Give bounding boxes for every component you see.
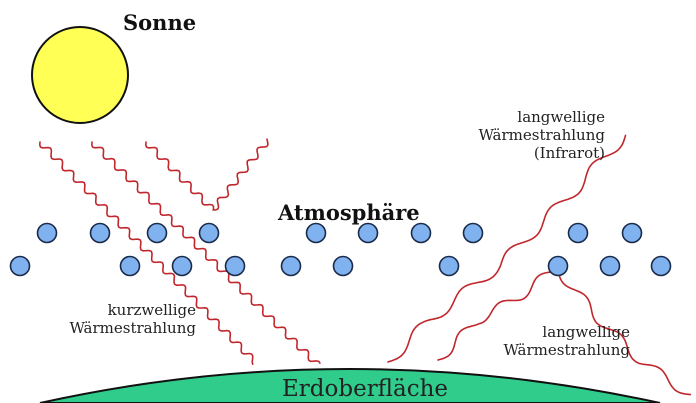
atmosphere-particle xyxy=(91,224,110,243)
atmosphere-particle xyxy=(601,257,620,276)
atmosphere-particle xyxy=(359,224,378,243)
shortwave-ray xyxy=(146,142,214,210)
longwave-label-line2: Wärmestrahlung xyxy=(503,341,630,359)
longwave-ir-label-line2: Wärmestrahlung xyxy=(478,126,605,144)
earth-label: Erdoberfläche xyxy=(282,376,448,402)
atmosphere-particle xyxy=(440,257,459,276)
atmosphere-particle xyxy=(200,224,219,243)
atmosphere-label: Atmosphäre xyxy=(277,200,420,225)
atmosphere-particle xyxy=(307,224,326,243)
atmosphere-particle xyxy=(11,257,30,276)
shortwave-label-line1: kurzwellige xyxy=(108,301,197,319)
longwave-ir-label-line3: (Infrarot) xyxy=(534,144,605,162)
atmosphere-particle xyxy=(282,257,301,276)
sun-label: Sonne xyxy=(123,10,196,35)
atmosphere-particle xyxy=(549,257,568,276)
atmosphere-particle xyxy=(148,224,167,243)
atmosphere-particle xyxy=(121,257,140,276)
atmosphere-particle xyxy=(226,257,245,276)
atmosphere-particles xyxy=(11,224,671,276)
atmosphere-particle xyxy=(652,257,671,276)
reflected-shortwave-ray xyxy=(213,139,268,210)
atmosphere-particle xyxy=(334,257,353,276)
atmosphere-particle xyxy=(623,224,642,243)
longwave-label-line1: langwellige xyxy=(542,323,630,341)
atmosphere-particle xyxy=(464,224,483,243)
atmosphere-particle xyxy=(412,224,431,243)
shortwave-label-line2: Wärmestrahlung xyxy=(69,319,196,337)
atmosphere-particle xyxy=(173,257,192,276)
sun xyxy=(32,27,128,123)
atmosphere-particle xyxy=(38,224,57,243)
atmosphere-particle xyxy=(569,224,588,243)
longwave-ir-label-line1: langwellige xyxy=(517,108,605,126)
